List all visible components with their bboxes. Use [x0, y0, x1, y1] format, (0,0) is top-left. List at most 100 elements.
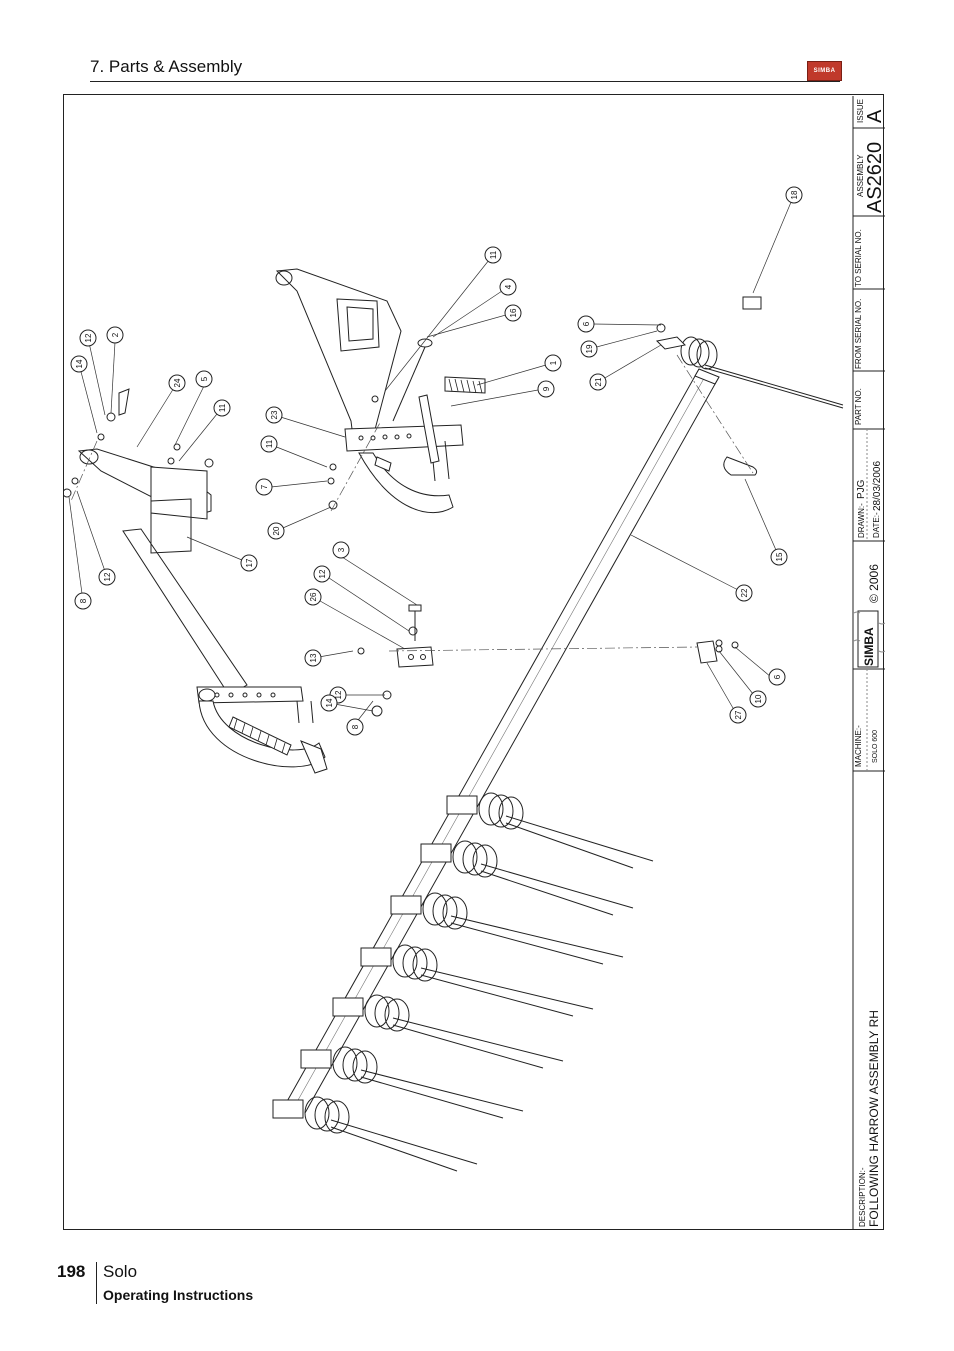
part-no-label: PART NO. — [854, 388, 863, 425]
svg-text:19: 19 — [585, 344, 594, 353]
svg-text:1: 1 — [549, 360, 558, 365]
svg-text:26: 26 — [309, 592, 318, 601]
callout-7: 7 — [255, 478, 273, 496]
callout-15: 15 — [770, 548, 788, 566]
centerlines — [70, 354, 754, 652]
footer-manual-title: Operating Instructions — [103, 1287, 254, 1303]
drawn-value: PJG — [856, 479, 867, 499]
svg-text:3: 3 — [337, 547, 346, 552]
callout-11: 11 — [484, 246, 502, 264]
callout-18: 18 — [785, 186, 803, 204]
callout-10: 10 — [749, 690, 767, 708]
footer-product: Solo — [103, 1262, 138, 1281]
callout-26: 26 — [304, 588, 322, 606]
callout-4: 4 — [499, 278, 517, 296]
callout-2: 2 — [106, 326, 124, 344]
callout-1: 1 — [544, 354, 562, 372]
svg-text:27: 27 — [734, 710, 743, 719]
issue-value: A — [864, 109, 885, 123]
svg-text:12: 12 — [103, 572, 112, 581]
date-value: 28/03/2006 — [872, 461, 883, 511]
svg-text:18: 18 — [790, 190, 799, 199]
svg-text:23: 23 — [270, 410, 279, 419]
title-block — [852, 96, 885, 1230]
header-rule — [90, 81, 840, 82]
callout-6: 6 — [577, 315, 595, 333]
callout-12: 12 — [79, 329, 97, 347]
callouts: 1 2 3 4 5 6 6 7 8 8 9 10 11 11 11 12 12 … — [70, 186, 803, 736]
date-label: DATE:- — [872, 512, 881, 538]
end-tine — [655, 296, 762, 476]
svg-text:14: 14 — [325, 698, 334, 707]
svg-text:11: 11 — [265, 439, 274, 448]
upper-linkage — [275, 268, 486, 514]
svg-text:14: 14 — [75, 359, 84, 368]
machine-label: MACHINE:- — [854, 725, 863, 767]
svg-text:10: 10 — [754, 694, 763, 703]
assembly-label: ASSEMBLY — [856, 154, 865, 197]
drawn-label: DRAWN:- — [857, 503, 866, 538]
footer-divider — [96, 1262, 97, 1304]
svg-text:20: 20 — [272, 526, 281, 535]
svg-text:24: 24 — [173, 378, 182, 387]
svg-text:11: 11 — [218, 403, 227, 412]
issue-label: ISSUE — [856, 99, 865, 123]
svg-text:12: 12 — [318, 569, 327, 578]
callout-3: 3 — [332, 541, 350, 559]
page-number: 198 — [57, 1262, 86, 1281]
svg-text:2: 2 — [111, 332, 120, 337]
svg-text:21: 21 — [594, 377, 603, 386]
callout-13: 13 — [304, 649, 322, 667]
callout-19: 19 — [580, 340, 598, 358]
brand-logo: SIMBA — [807, 61, 842, 81]
callout-6: 6 — [768, 668, 786, 686]
simba-logo: SIMBA — [853, 610, 886, 668]
center-bracket — [396, 604, 723, 668]
callout-24: 24 — [168, 374, 186, 392]
description-label: DESCRIPTION:- — [858, 1167, 867, 1227]
from-serial-label: FROM SERIAL NO. — [854, 299, 863, 369]
svg-text:13: 13 — [309, 653, 318, 662]
hardware — [62, 323, 739, 717]
svg-text:5: 5 — [200, 376, 209, 381]
callout-8: 8 — [346, 718, 364, 736]
callout-17: 17 — [240, 554, 258, 572]
lower-linkage — [77, 448, 328, 774]
callout-12: 12 — [98, 568, 116, 586]
callout-23: 23 — [265, 406, 283, 424]
callout-11: 11 — [213, 399, 231, 417]
svg-text:11: 11 — [489, 250, 498, 259]
section-title: 7. Parts & Assembly — [90, 57, 243, 76]
callout-21: 21 — [589, 373, 607, 391]
svg-text:22: 22 — [740, 588, 749, 597]
svg-text:12: 12 — [334, 690, 343, 699]
svg-text:8: 8 — [351, 724, 360, 729]
svg-text:8: 8 — [79, 598, 88, 603]
drawing-frame: ISSUE A ASSEMBLY AS2620 TO SERIAL NO. FR… — [62, 94, 886, 1230]
svg-text:16: 16 — [509, 308, 518, 317]
svg-text:15: 15 — [775, 552, 784, 561]
main-beam — [284, 364, 844, 1114]
brand-logo-text: SIMBA — [813, 68, 836, 74]
copyright: © 2006 — [867, 564, 881, 603]
machine-value: SOLO 600 — [872, 730, 879, 763]
callout-5: 5 — [195, 370, 213, 388]
svg-text:12: 12 — [84, 333, 93, 342]
svg-text:6: 6 — [773, 674, 782, 679]
callout-14: 14 — [320, 694, 338, 712]
svg-text:17: 17 — [245, 558, 254, 567]
parts-drawing: ISSUE A ASSEMBLY AS2620 TO SERIAL NO. FR… — [62, 96, 886, 1230]
callout-20: 20 — [267, 522, 285, 540]
svg-text:4: 4 — [504, 284, 513, 289]
callout-14: 14 — [70, 355, 88, 373]
simba-logo-text: SIMBA — [862, 627, 876, 666]
svg-text:7: 7 — [260, 484, 269, 489]
to-serial-label: TO SERIAL NO. — [854, 229, 863, 287]
callout-12: 12 — [313, 565, 331, 583]
callout-9: 9 — [537, 380, 555, 398]
assembly-number: AS2620 — [864, 142, 885, 213]
callout-11: 11 — [260, 435, 278, 453]
svg-text:6: 6 — [582, 321, 591, 326]
tine-group — [272, 792, 654, 1172]
callout-16: 16 — [504, 304, 522, 322]
